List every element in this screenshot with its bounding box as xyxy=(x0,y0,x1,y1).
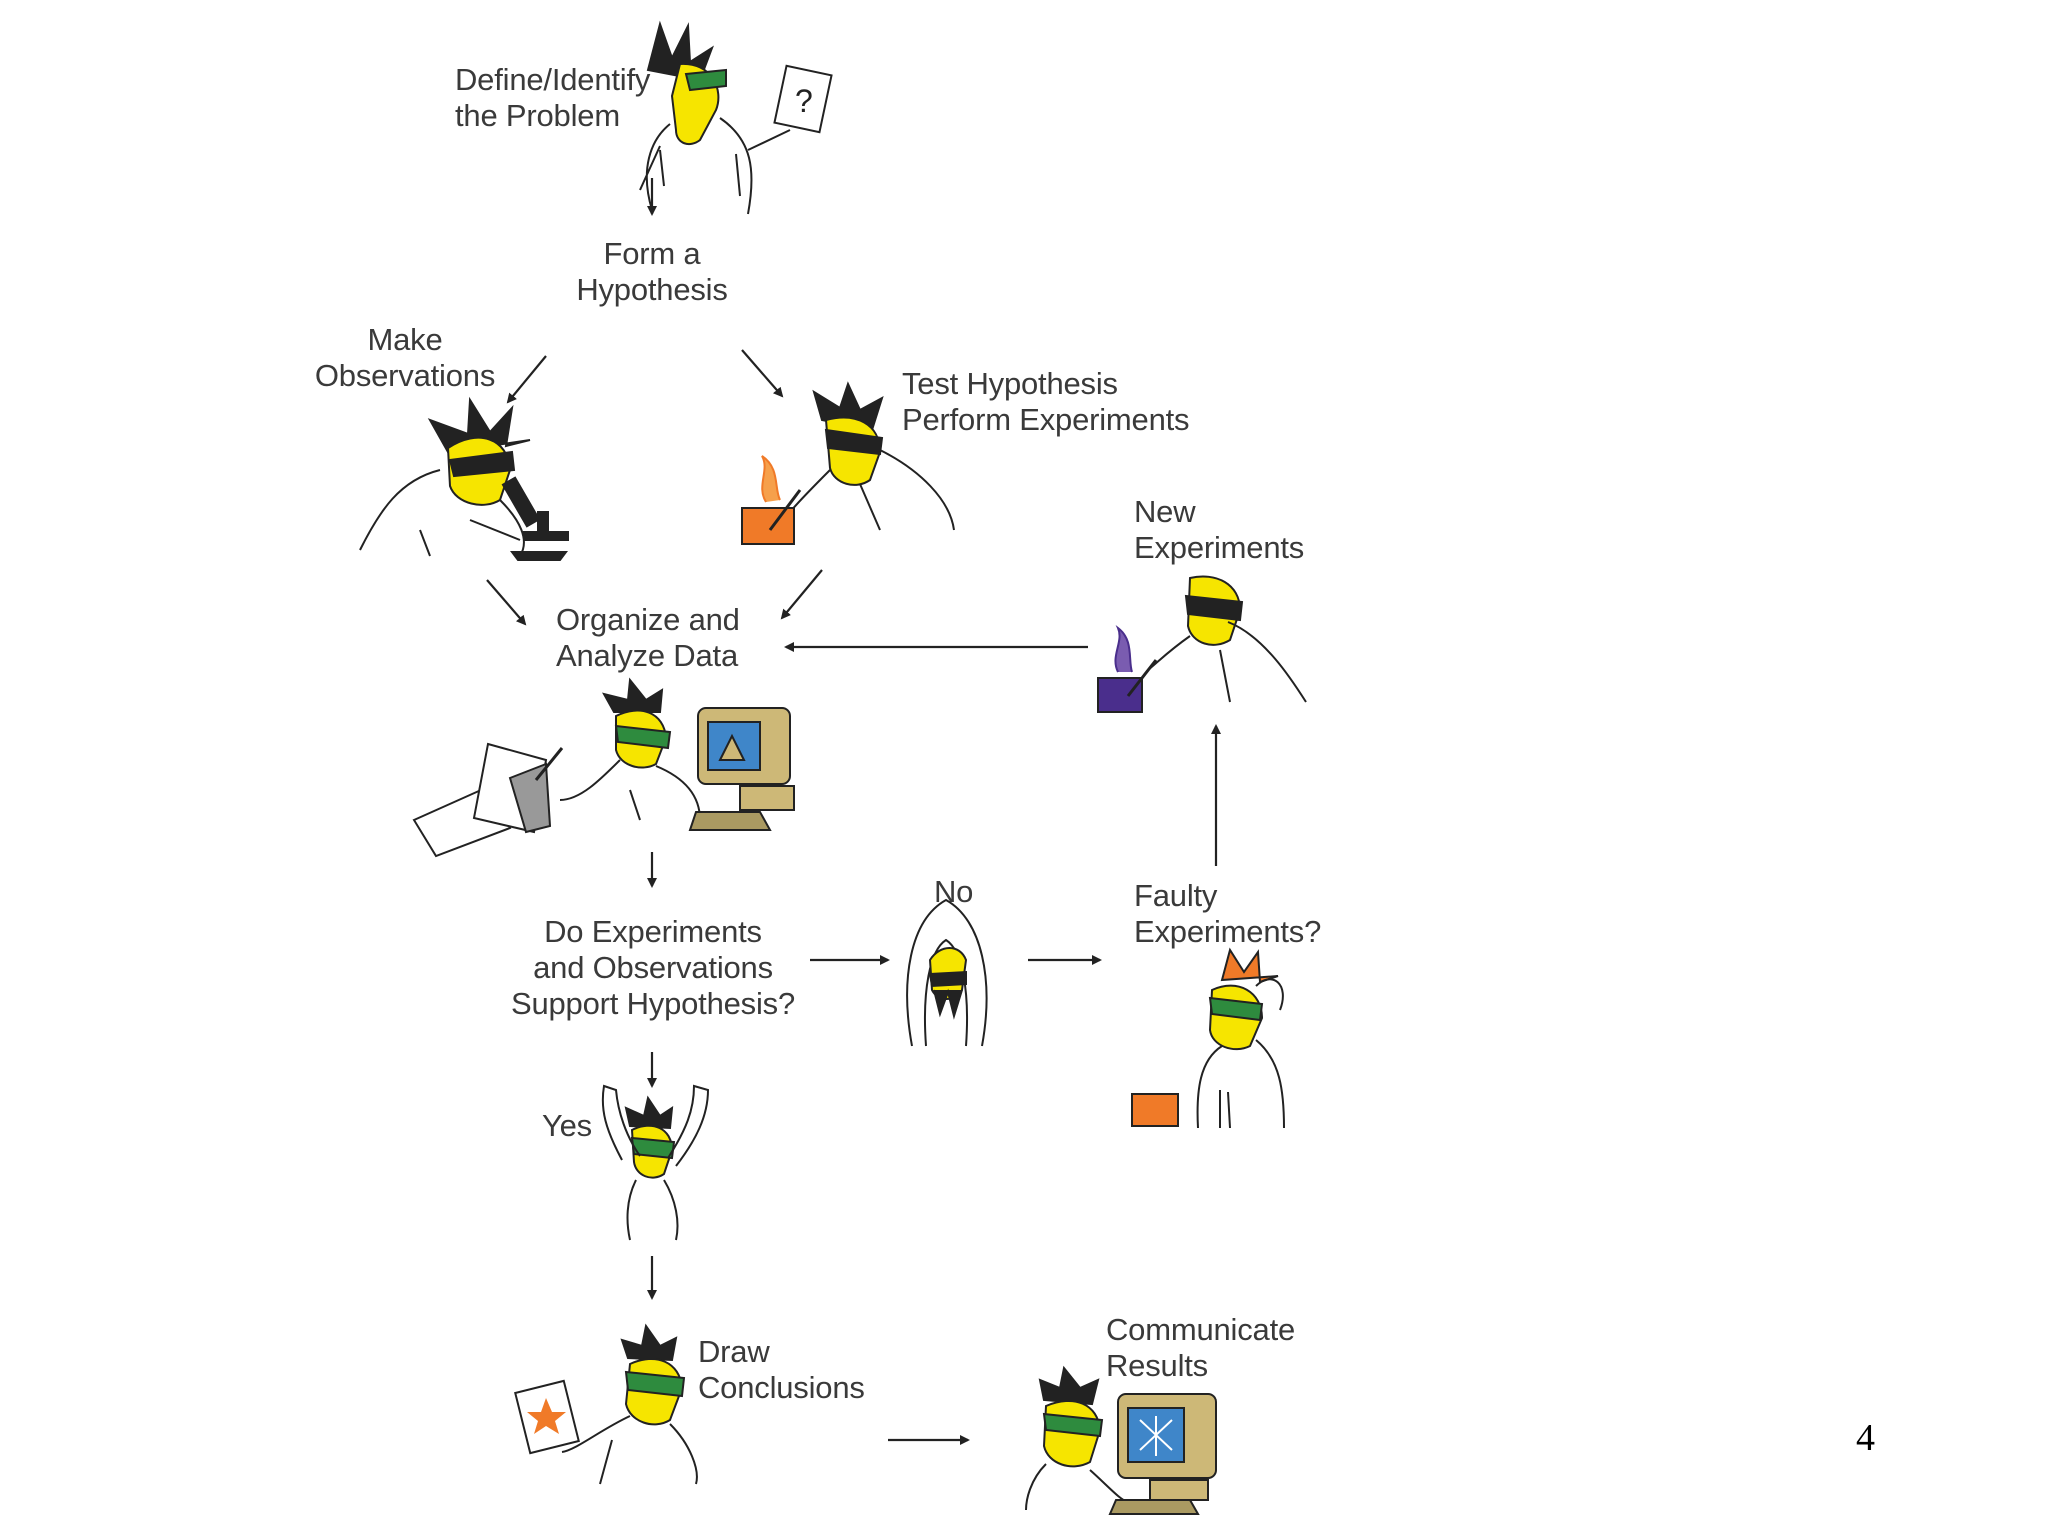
label-define-line-1: Define/Identify xyxy=(455,62,651,97)
orange-beaker-icon xyxy=(741,507,795,545)
label-new-line-1: New xyxy=(1134,494,1196,529)
no-figure xyxy=(906,898,988,1047)
scientist-test xyxy=(741,381,955,545)
label-faulty-line-1: Faulty xyxy=(1134,878,1218,913)
scientist-new-experiments xyxy=(1097,575,1307,713)
arrow-test-to-organize xyxy=(780,569,823,620)
computer-icon xyxy=(688,707,795,831)
notebook-icon xyxy=(412,742,552,858)
label-conclusions-line-2: Conclusions xyxy=(698,1370,865,1405)
question-paper-icon xyxy=(773,64,833,134)
label-conclusions-line-1: Draw xyxy=(698,1334,770,1369)
scientist-communicate xyxy=(1025,1365,1217,1515)
label-draw-conclusions: Draw Conclusions xyxy=(698,1334,865,1406)
label-communicate-line-2: Results xyxy=(1106,1348,1208,1383)
label-communicate-line-1: Communicate xyxy=(1106,1312,1296,1347)
label-define-line-2: the Problem xyxy=(455,98,620,133)
svg-text:?: ? xyxy=(795,83,813,119)
arrow-hypothesis-to-observe xyxy=(506,355,547,404)
scientist-observe xyxy=(359,396,569,561)
label-no: No xyxy=(934,874,974,909)
scientist-organize xyxy=(412,677,795,858)
label-support-hypothesis: Do Experiments and Observations Support … xyxy=(490,914,816,1022)
purple-beaker-icon xyxy=(1097,677,1143,713)
label-observe-line-2: Observations xyxy=(314,358,496,393)
label-test-line-2: Perform Experiments xyxy=(902,402,1190,437)
scientist-define: ? xyxy=(639,20,833,215)
label-define-problem: Define/Identify the Problem xyxy=(455,62,650,134)
scientist-faulty xyxy=(1131,947,1285,1129)
label-faulty-experiments: Faulty Experiments? xyxy=(1134,878,1321,950)
label-communicate-results: Communicate Results xyxy=(1106,1312,1295,1384)
scientist-conclusions xyxy=(514,1323,698,1485)
label-hypothesis-line-2: Hypothesis xyxy=(576,272,728,307)
label-yes: Yes xyxy=(542,1108,592,1143)
label-new-experiments: New Experiments xyxy=(1134,494,1304,566)
label-observe-line-1: Make xyxy=(367,322,443,357)
computer-icon xyxy=(1108,1393,1217,1515)
page-number: 4 xyxy=(1856,1417,1875,1459)
microscope-icon xyxy=(501,476,569,561)
star-paper-icon xyxy=(514,1379,580,1455)
label-organize-data: Organize and Analyze Data xyxy=(556,602,740,674)
label-new-line-2: Experiments xyxy=(1134,530,1305,565)
arrow-hypothesis-to-test xyxy=(741,349,784,398)
label-support-line-1: Do Experiments xyxy=(544,914,762,949)
arrow-observe-to-organize xyxy=(486,579,527,626)
label-form-hypothesis: Form a Hypothesis xyxy=(560,236,744,308)
label-make-observations: Make Observations xyxy=(300,322,510,394)
label-organize-line-1: Organize and xyxy=(556,602,740,637)
label-faulty-line-2: Experiments? xyxy=(1134,914,1322,949)
label-support-line-3: Support Hypothesis? xyxy=(511,986,795,1021)
scientist-yes xyxy=(601,1084,710,1241)
label-test-line-1: Test Hypothesis xyxy=(902,366,1118,401)
label-hypothesis-line-1: Form a xyxy=(603,236,701,271)
flow-arrows xyxy=(486,178,1221,1445)
label-organize-line-2: Analyze Data xyxy=(556,638,738,673)
label-test-hypothesis: Test Hypothesis Perform Experiments xyxy=(902,366,1190,438)
label-support-line-2: and Observations xyxy=(533,950,773,985)
